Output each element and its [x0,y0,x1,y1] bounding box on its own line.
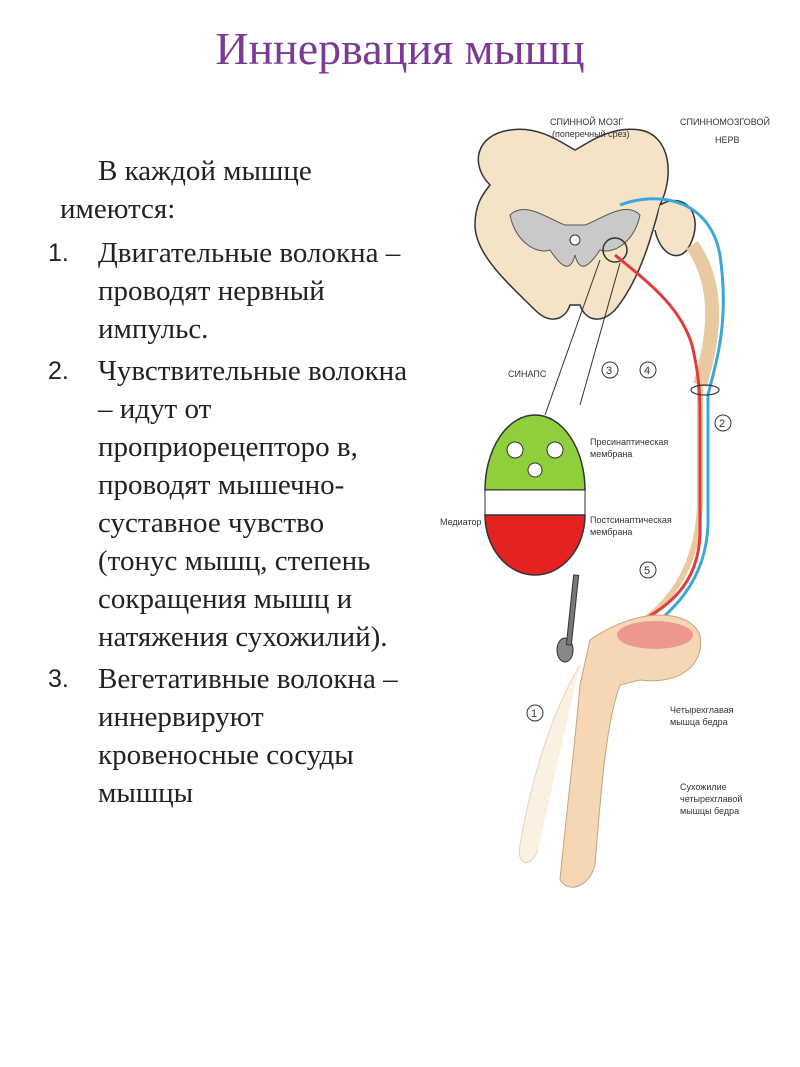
spinal-nerve-sublabel: НЕРВ [715,135,740,145]
reflex-arc-figure: СПИННОЙ МОЗГ (поперечный срез) СПИННОМОЗ… [430,105,790,925]
list-item-number: 3. [48,665,69,693]
synapse-magnified [484,259,621,576]
fiber-list: 1. Двигательные волокна – проводят нервн… [48,234,408,812]
synapse-label: СИНАПС [508,369,547,379]
leg-illustration [518,574,702,888]
marker-1: 1 [531,708,537,720]
text-block: В каждой мышце имеются: 1. Двигательные … [48,152,408,816]
spinal-nerve-label: СПИННОМОЗГОВОЙ [680,116,770,127]
presynaptic-sublabel: мембрана [590,449,632,459]
list-item-number: 1. [48,239,69,267]
nerve-to-leg [618,385,703,638]
list-item: 1. Двигательные волокна – проводят нервн… [48,234,408,348]
tendon-label: Сухожилие [680,782,727,792]
marker-4: 4 [644,365,650,377]
mediator-label: Медиатор [440,517,482,527]
reflex-arc-diagram: СПИННОЙ МОЗГ (поперечный срез) СПИННОМОЗ… [440,116,770,888]
marker-3: 3 [606,365,612,377]
marker-5: 5 [644,565,650,577]
list-item-text: Двигательные волокна – проводят нервный … [98,237,401,345]
list-item-text: Вегетативные волокна – иннервируют крове… [98,663,398,809]
sensory-fiber [614,197,725,652]
spinal-cord-sublabel: (поперечный срез) [552,129,630,139]
intro-line-1: В каждой мышце [98,155,312,187]
marker-2: 2 [719,418,725,430]
intro-line-2: имеются: [60,193,176,225]
list-item-text: Чувствительные волокна – идут от проприо… [98,355,408,653]
motor-fiber [609,253,702,637]
presynaptic-label: Пресинаптическая [590,437,668,447]
quadriceps-sublabel: мышца бедра [670,717,728,727]
spinal-cord-label: СПИННОЙ МОЗГ [550,116,623,127]
spinal-nerve-trunk [686,240,720,388]
list-item: 3. Вегетативные волокна – иннервируют кр… [48,660,408,812]
spinal-cord-section [474,128,696,320]
tendon-sublabel-2: мышцы бедра [680,806,739,816]
postsynaptic-label: Постсинаптическая [590,515,672,525]
tendon-sublabel-1: четырехглавой [680,794,742,804]
postsynaptic-sublabel: мембрана [590,527,632,537]
list-item: 2. Чувствительные волокна – идут от проп… [48,352,408,656]
quadriceps-label: Четырехглавая [670,705,734,715]
intro: В каждой мышце имеются: [48,152,408,228]
page-title: Иннервация мышц [215,23,585,74]
list-item-number: 2. [48,357,69,385]
